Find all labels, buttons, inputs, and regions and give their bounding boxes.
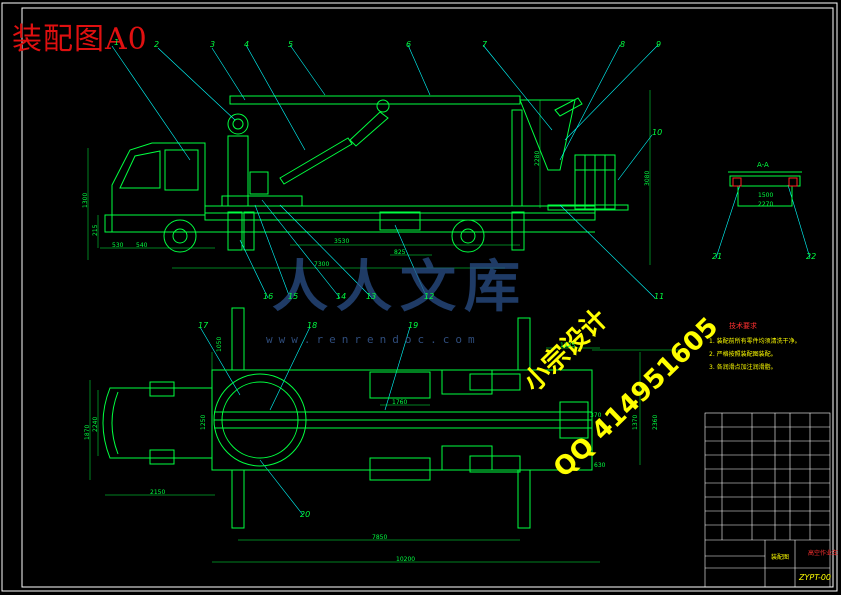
plan-view: [102, 307, 593, 529]
part-label: 21: [712, 252, 723, 261]
note-line-2: 2. 严格按照装配图装配。: [709, 351, 777, 358]
drawing-title: 装配图A0: [12, 22, 148, 57]
dimension-text: 1500: [758, 192, 774, 199]
dimension-text: 1300: [82, 192, 89, 208]
dimension-text: 1370: [632, 414, 639, 430]
parts-list-table: [704, 412, 831, 588]
dimension-text: 7850: [372, 534, 388, 541]
note-line-1: 1. 装配前所有零件均须清洗干净。: [709, 338, 801, 345]
part-label: 3: [210, 40, 216, 49]
side-view-dimensions: [87, 90, 651, 269]
part-label: 2: [154, 40, 160, 49]
part-label: 7: [482, 40, 488, 49]
rear-wheel: [451, 219, 485, 253]
part-label: 4: [244, 40, 250, 49]
part-label: 18: [307, 321, 318, 330]
dimension-text: 540: [136, 242, 148, 249]
upper-boom: [229, 95, 521, 105]
dimension-text: 1760: [392, 399, 408, 406]
dimension-text: 370: [590, 412, 602, 419]
part-label: 13: [366, 292, 377, 301]
drawing-number: ZYPT-00: [799, 573, 832, 582]
part-label: 10: [652, 128, 663, 137]
title-block-name: 装配图: [771, 554, 790, 561]
truck-cab: [111, 142, 206, 216]
plan-view-dimensions: [89, 347, 680, 563]
part-label: 8: [620, 40, 626, 49]
watermark-url: www.renrendoc.com: [266, 333, 481, 346]
dimension-text: 2280: [534, 150, 541, 166]
dimension-text: 1125: [560, 342, 576, 349]
dimension-text: 1870: [84, 424, 91, 440]
dimension-text: 7300: [314, 261, 330, 268]
plan-cab: [102, 387, 213, 459]
part-label: 15: [288, 292, 299, 301]
section-label: A-A: [757, 161, 769, 169]
dimension-text: 2360: [652, 414, 659, 430]
part-label: 17: [198, 321, 209, 330]
part-label: 14: [336, 292, 347, 301]
section-a-a: [728, 171, 802, 207]
dimension-text: 3530: [334, 238, 350, 245]
dimension-text: 2150: [150, 489, 166, 496]
outrigger-rear: [511, 211, 525, 251]
dimension-text: 630: [594, 462, 606, 469]
front-wheel: [163, 219, 197, 253]
dimension-text: 825: [394, 249, 406, 256]
inner-frame: [21, 7, 834, 588]
part-label: 9: [656, 40, 662, 49]
title-block-unit: 高空作业车: [808, 550, 839, 557]
part-label: 22: [806, 252, 817, 261]
dimension-text: 1050: [216, 336, 223, 352]
part-label: 19: [408, 321, 419, 330]
dimension-text: 215: [92, 224, 99, 236]
watermark-text: 人人文库: [272, 255, 528, 320]
part-label: 1: [114, 38, 120, 47]
dimension-text: 1250: [200, 414, 207, 430]
dimension-text: 3080: [644, 170, 651, 186]
plan-outrigger-1: [231, 307, 245, 371]
dimension-text: 530: [112, 242, 124, 249]
fly-jib: [519, 99, 576, 171]
dimension-text: 2240: [92, 416, 99, 432]
part-label: 16: [263, 292, 274, 301]
notes-title: 技术要求: [729, 322, 757, 330]
note-line-3: 3. 各润滑点加注润滑脂。: [709, 364, 777, 371]
outrigger-front: [227, 211, 243, 251]
side-view: [104, 95, 629, 253]
part-label: 20: [300, 510, 311, 519]
part-label: 5: [288, 40, 294, 49]
technical-notes: 技术要求 1. 装配前所有零件均须清洗干净。 2. 严格按照装配图装配。 3. …: [709, 320, 801, 374]
part-label: 12: [424, 292, 435, 301]
dimension-text: 2270: [758, 201, 774, 208]
dimension-text: 10200: [396, 556, 416, 563]
part-label: 6: [406, 40, 412, 49]
lift-cylinder: [279, 137, 353, 185]
part-label: 11: [654, 292, 665, 301]
